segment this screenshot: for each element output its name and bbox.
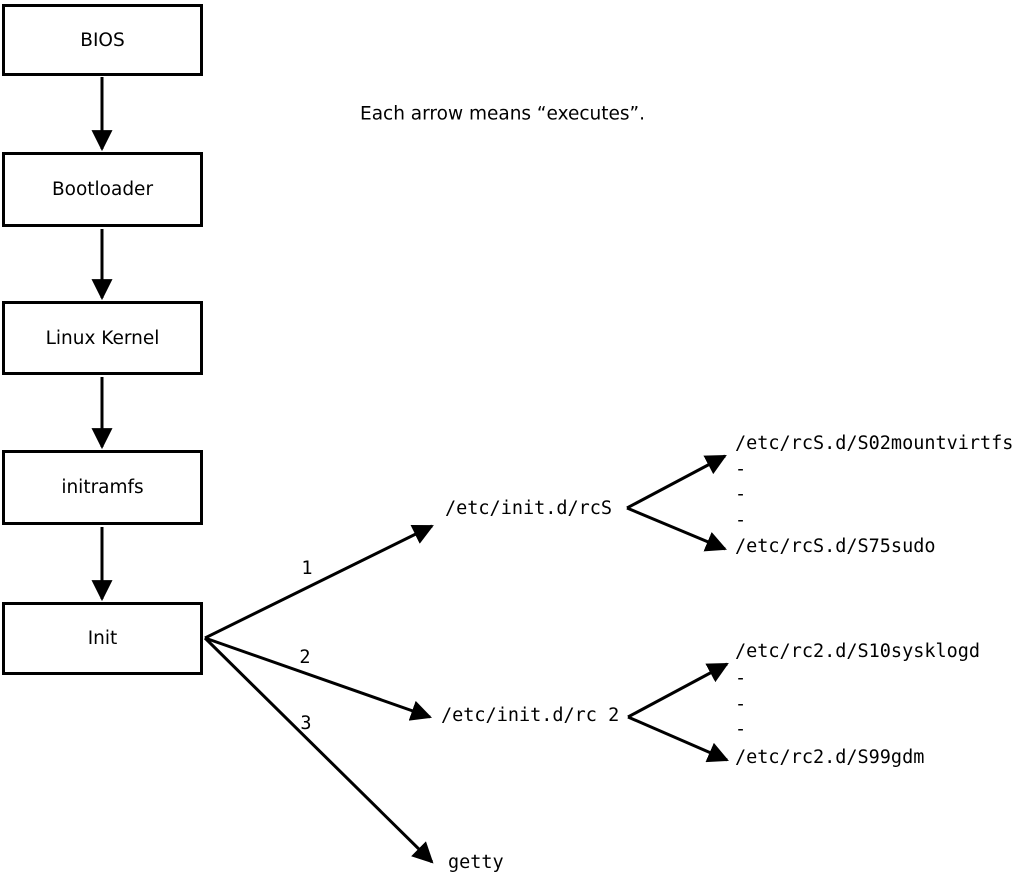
node-bootloader: Bootloader [2, 152, 203, 227]
edge-label-2: 2 [299, 646, 311, 668]
node-initramfs-label: initramfs [61, 477, 144, 498]
node-init-label: Init [87, 628, 118, 649]
rcs-child-dash-2: - [735, 483, 747, 505]
diagram-caption: Each arrow means “executes”. [360, 103, 645, 125]
node-bios: BIOS [2, 4, 203, 76]
node-bios-label: BIOS [80, 29, 125, 51]
arrow-init-to-rcs [204, 524, 434, 640]
rc2-child-dash-2: - [735, 693, 747, 715]
rcs-child-dash-3: - [735, 509, 747, 531]
arrow-rcs-to-s75sudo [626, 506, 727, 552]
node-bootloader-label: Bootloader [51, 179, 154, 200]
arrow-rc2-to-s99gdm [627, 715, 729, 763]
edge-label-3: 3 [300, 712, 312, 734]
target-rcs-script: /etc/init.d/rcS [445, 497, 613, 519]
arrow-rcs-to-s02mountvirtfs [626, 454, 727, 510]
rc2-child-dash-3: - [735, 718, 747, 740]
rcs-child-dash-1: - [735, 458, 747, 480]
rcs-child-s75sudo: /etc/rcS.d/S75sudo [735, 535, 936, 557]
node-initramfs: initramfs [2, 450, 203, 525]
rc2-child-s10sysklogd: /etc/rc2.d/S10sysklogd [735, 640, 981, 662]
rcs-child-s02mountvirtfs: /etc/rcS.d/S02mountvirtfs [735, 432, 1014, 454]
rc2-child-s99gdm: /etc/rc2.d/S99gdm [735, 746, 925, 768]
arrow-init-to-getty [203, 636, 434, 864]
edge-label-1: 1 [301, 557, 313, 579]
arrow-init-to-rc2 [204, 636, 432, 721]
target-getty: getty [448, 851, 504, 873]
node-linux-kernel: Linux Kernel [2, 301, 203, 375]
node-linux-kernel-label: Linux Kernel [45, 327, 160, 349]
rc2-child-dash-1: - [735, 667, 747, 689]
node-init: Init [2, 602, 203, 675]
arrow-rc2-to-s10sysklogd [627, 662, 729, 719]
target-rc2-script: /etc/init.d/rc 2 [441, 704, 620, 726]
